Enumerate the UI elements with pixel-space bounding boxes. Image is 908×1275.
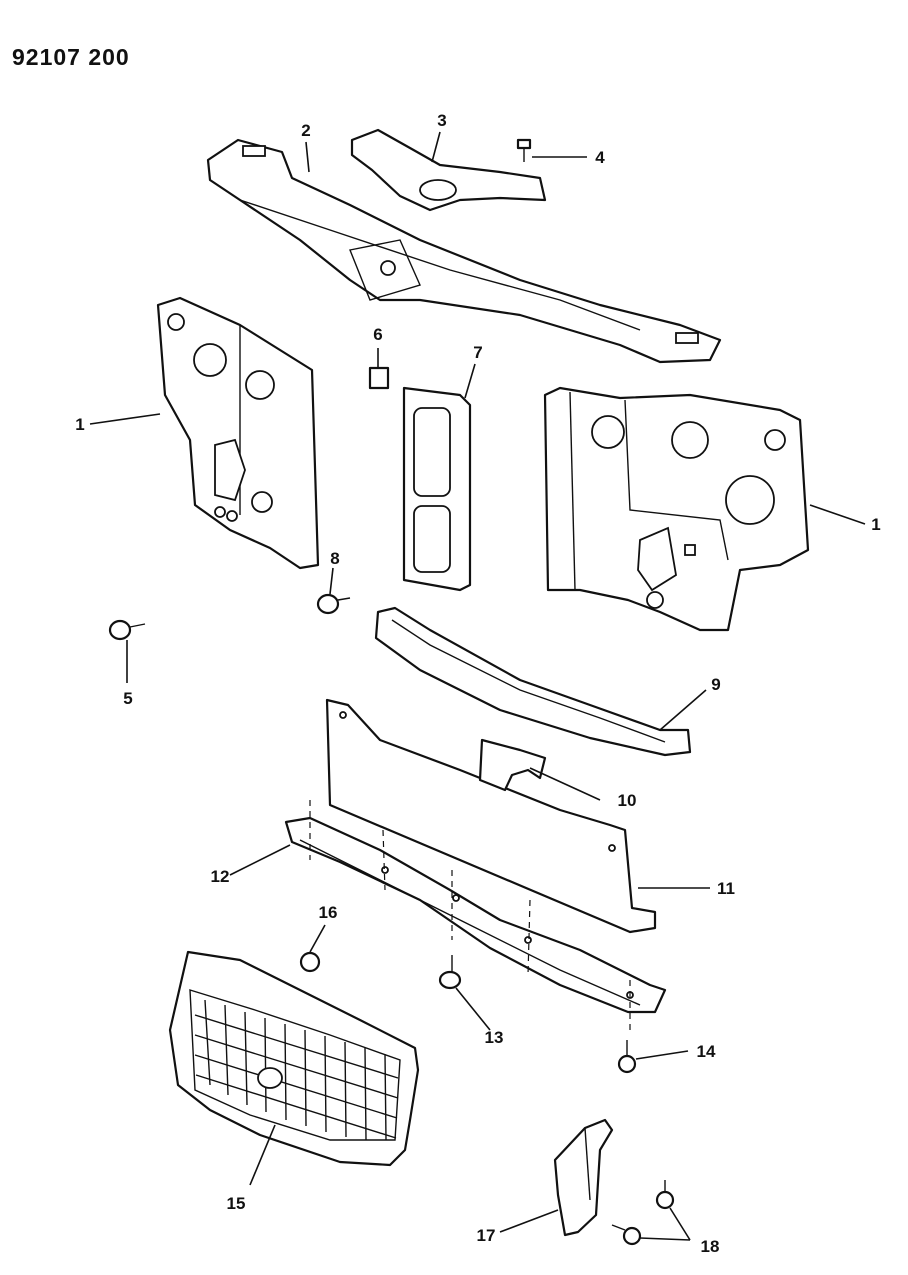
callout-8: 8 (330, 549, 339, 568)
callout-16: 16 (319, 903, 338, 922)
leader-lines (89, 131, 866, 1241)
part-2-upper-crossmember (206, 138, 722, 364)
part-17-bracket (553, 1118, 614, 1237)
callout-15: 15 (227, 1194, 246, 1213)
part-11-deflector-panel (325, 698, 657, 934)
callout-10: 10 (618, 791, 637, 810)
part-9-lower-reinforcement (374, 606, 692, 757)
callout-12: 12 (211, 867, 230, 886)
callout-11: 11 (717, 879, 735, 898)
callout-labels: 2 3 4 1 1 6 7 8 5 9 10 12 11 16 13 14 15… (75, 111, 880, 1256)
part-6-clip (368, 366, 390, 390)
callout-9: 9 (711, 675, 720, 694)
document-id: 92107 200 (12, 44, 130, 70)
part-13-bolt (438, 955, 462, 990)
part-1-right-side-panel (543, 386, 810, 632)
callout-14: 14 (697, 1042, 716, 1061)
callout-1-right: 1 (871, 515, 880, 534)
callout-17: 17 (477, 1226, 496, 1245)
part-18-screws (611, 1180, 675, 1246)
callout-13: 13 (485, 1028, 504, 1047)
callout-3: 3 (437, 111, 446, 130)
callout-7: 7 (473, 343, 482, 362)
part-14-bolt (617, 1040, 637, 1074)
alignment-line (527, 899, 531, 976)
part-5-bolt (108, 619, 146, 641)
callout-2: 2 (301, 121, 310, 140)
callout-5: 5 (123, 689, 132, 708)
callout-6: 6 (373, 325, 382, 344)
part-4-screw (516, 138, 532, 162)
callout-4: 4 (595, 148, 605, 167)
part-1-left-side-panel (156, 296, 320, 570)
callout-1-left: 1 (75, 415, 84, 434)
part-15-grille (168, 950, 420, 1167)
part-7-center-support (402, 386, 472, 592)
callout-18: 18 (701, 1237, 720, 1256)
part-10-bracket (478, 738, 547, 792)
part-12-lower-crossmember (284, 816, 667, 1014)
part-16-nut (299, 951, 321, 973)
part-8-nut (316, 593, 351, 615)
part-3-bracket (350, 128, 547, 212)
